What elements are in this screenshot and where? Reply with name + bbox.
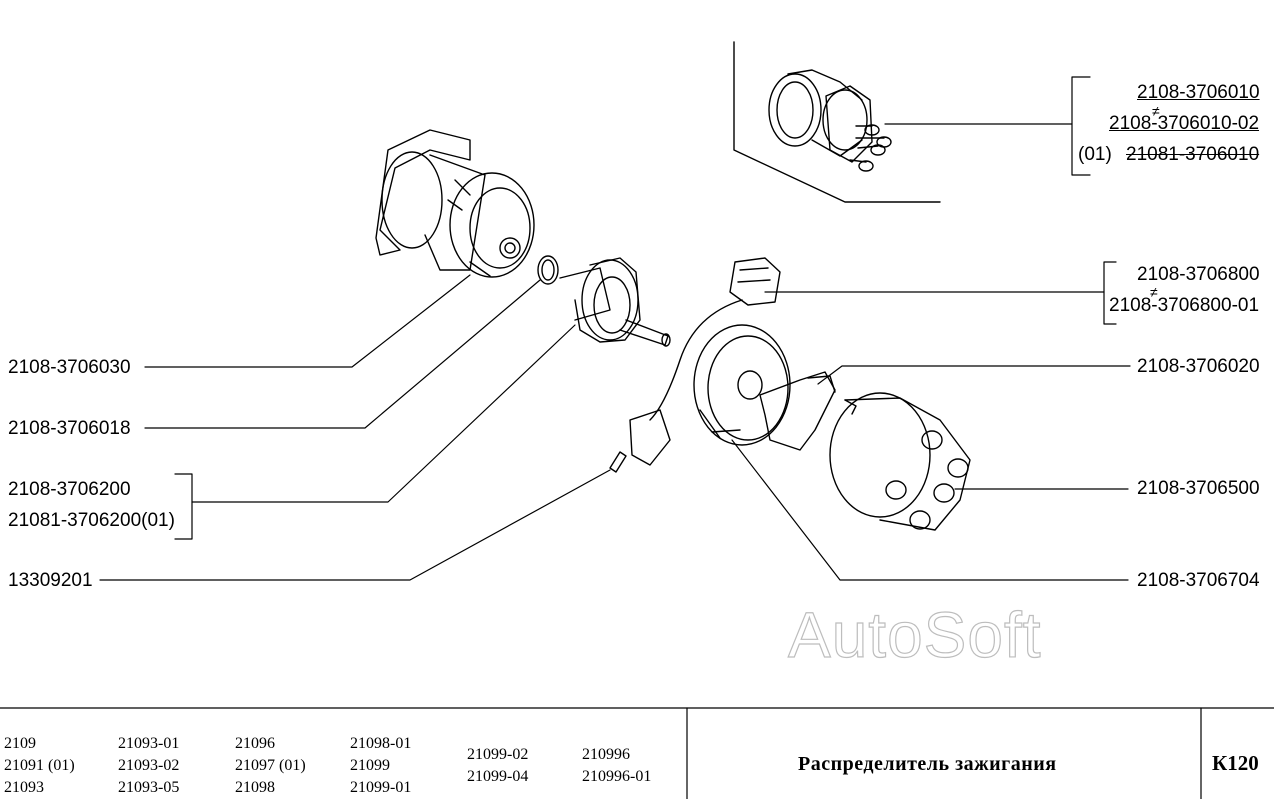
model-code: 21098-01 — [350, 735, 412, 752]
label-screw: 13309201 — [8, 570, 93, 591]
shaft-assembly — [559, 257, 671, 347]
model-code: 21098 — [235, 779, 275, 796]
model-code: 21099-02 — [467, 746, 529, 763]
screw-part — [609, 451, 627, 473]
model-code: 210996-01 — [582, 768, 652, 785]
distributor-housing — [375, 129, 535, 278]
model-code: 21093-02 — [118, 757, 180, 774]
inset-frame — [733, 41, 941, 203]
label-screen: 2108-3706704 — [1137, 570, 1260, 591]
label-distributor-assy-3-prefix: (01) — [1078, 144, 1112, 165]
not-equal-mark: ≠ — [1152, 103, 1160, 119]
model-code: 21099-04 — [467, 768, 529, 785]
model-code: 21099-01 — [350, 779, 412, 796]
model-code: 21096 — [235, 735, 275, 752]
label-cap: 2108-3706500 — [1137, 478, 1260, 499]
screen-plate — [693, 324, 791, 446]
cap-part — [829, 392, 971, 531]
not-equal-mark: ≠ — [1150, 284, 1158, 300]
model-code: 21097 (01) — [235, 757, 306, 774]
label-hall-sensor-1: 2108-3706800 — [1137, 264, 1260, 285]
label-vacuum-1: 2108-3706200 — [8, 479, 131, 500]
label-distributor-assy-3: 21081-3706010 — [1126, 144, 1260, 165]
model-code: 21099 — [350, 757, 390, 774]
label-distributor-assy-1: 2108-3706010 — [1137, 82, 1260, 103]
watermark: AutoSoft — [787, 599, 1042, 671]
label-rotor: 2108-3706020 — [1137, 356, 1260, 377]
hall-sensor — [629, 257, 781, 466]
leader-lines — [99, 76, 1131, 581]
o-ring — [537, 255, 559, 285]
label-hall-sensor-2: 2108-3706800-01 — [1109, 295, 1260, 316]
model-code: 21093-01 — [118, 735, 180, 752]
model-code: 21093 — [4, 779, 44, 796]
distributor-assembly-thumbnail — [768, 69, 892, 172]
page-title: Распределитель зажигания — [798, 753, 1057, 775]
page-code: К120 — [1212, 751, 1259, 775]
model-code: 2109 — [4, 735, 36, 752]
model-code: 21093-05 — [118, 779, 180, 796]
label-vacuum-2: 21081-3706200(01) — [8, 510, 175, 531]
label-distributor-assy-2: 2108-3706010-02 — [1109, 113, 1260, 134]
label-housing: 2108-3706030 — [8, 357, 131, 378]
model-code: 210996 — [582, 746, 630, 763]
model-code: 21091 (01) — [4, 757, 75, 774]
rotor-part — [759, 371, 836, 451]
label-ring: 2108-3706018 — [8, 418, 131, 439]
footer-frame — [0, 707, 1274, 799]
